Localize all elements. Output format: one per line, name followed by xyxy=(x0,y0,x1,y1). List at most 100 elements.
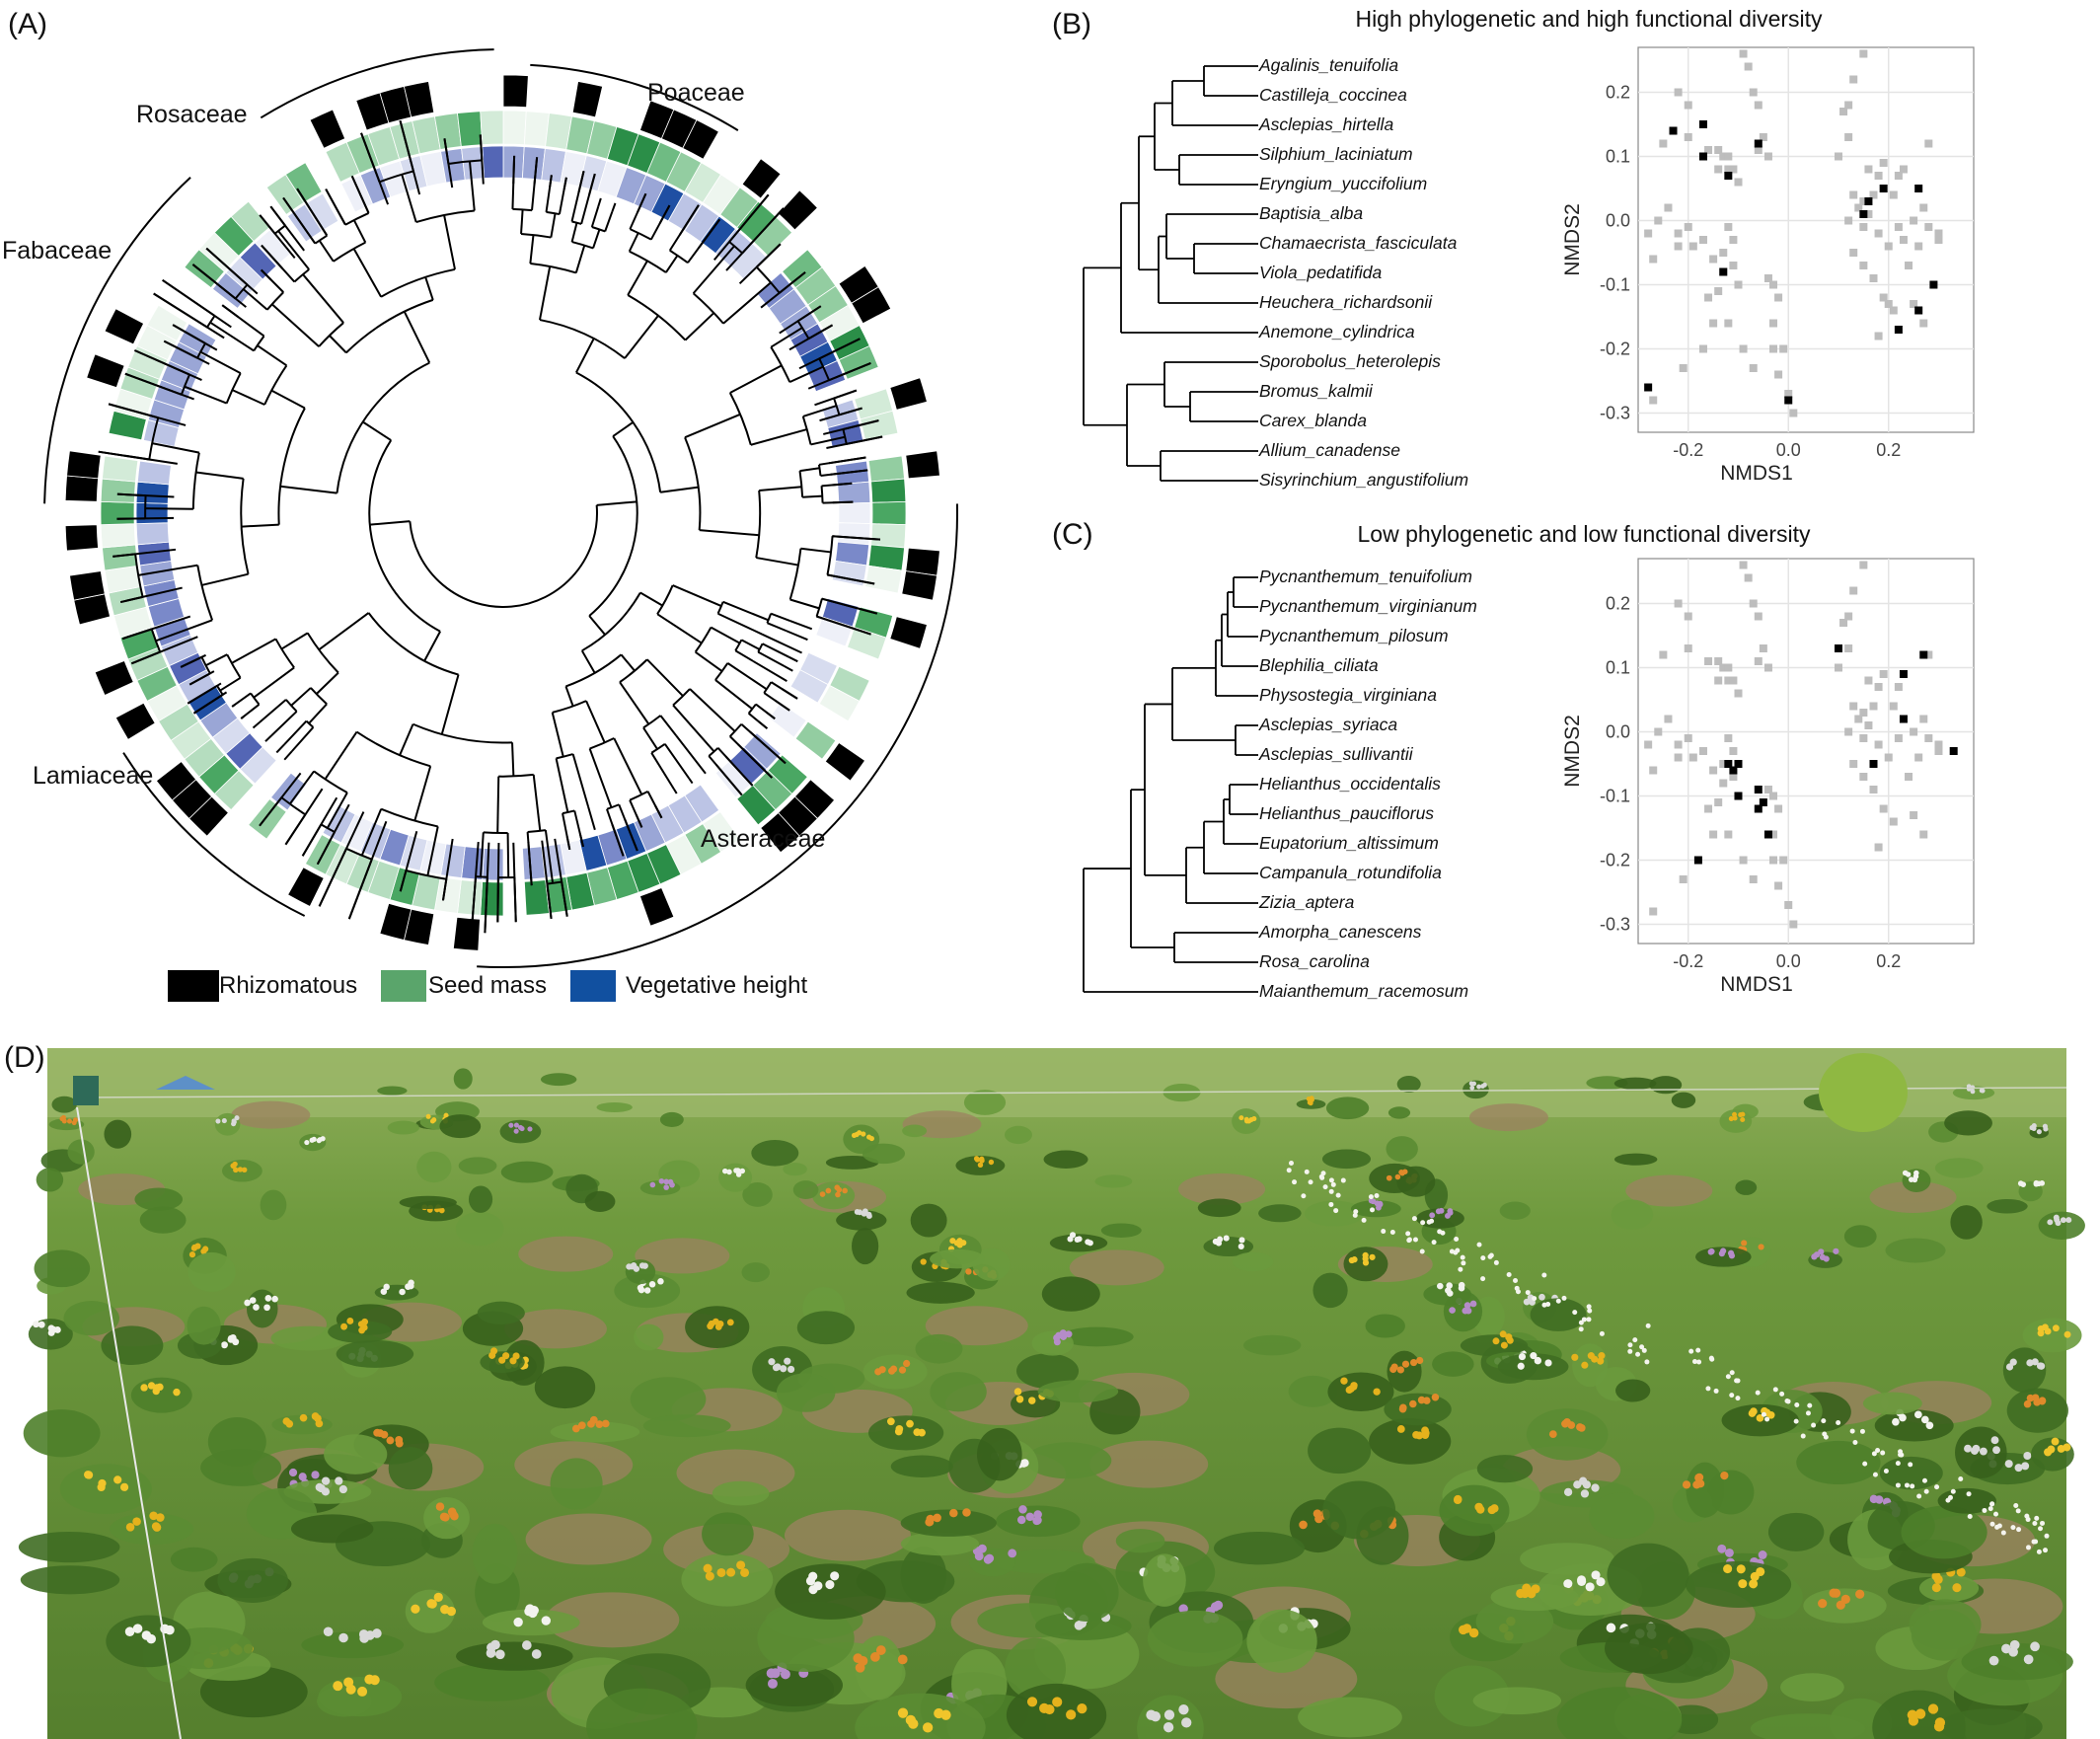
flower xyxy=(2030,1641,2040,1651)
plant-clump xyxy=(208,1417,266,1467)
tree-arc xyxy=(337,363,429,493)
flower xyxy=(300,1414,308,1422)
tree-arc xyxy=(730,393,751,445)
plant-clump xyxy=(1844,1225,1877,1248)
flower xyxy=(1163,1722,1173,1732)
scatter-point xyxy=(1839,619,1847,627)
plant-clump xyxy=(140,1206,187,1233)
plant-clump xyxy=(1148,1611,1243,1667)
tree-branch xyxy=(685,415,740,437)
scatter-point xyxy=(1685,133,1692,141)
tree-branch xyxy=(370,521,411,525)
field-plot-photo xyxy=(47,1048,2066,1739)
flower xyxy=(780,1365,787,1372)
plant-clump xyxy=(1384,1394,1451,1426)
tree-tip-branch xyxy=(232,705,235,707)
plant-clump xyxy=(1369,1418,1451,1465)
flower xyxy=(1397,1366,1404,1373)
flower xyxy=(1915,1708,1925,1718)
white-flower xyxy=(1821,1418,1826,1423)
flower xyxy=(271,1296,278,1303)
white-flower xyxy=(1328,1202,1333,1207)
tree-branch xyxy=(590,749,612,808)
tree-arc xyxy=(498,775,533,777)
tree-branch xyxy=(292,727,314,751)
tree-branch xyxy=(152,443,199,453)
flower xyxy=(784,1358,790,1365)
plant-clump xyxy=(977,1428,1022,1481)
white-flower xyxy=(2032,1521,2037,1526)
plant-clump xyxy=(35,1249,91,1287)
family-label-rosaceae: Rosaceae xyxy=(136,101,248,129)
scatter-point xyxy=(1740,562,1748,569)
flower xyxy=(926,1515,935,1524)
scatter-point xyxy=(1934,236,1942,244)
x-tick-label: 0.0 xyxy=(1776,951,1801,971)
flower xyxy=(1991,1436,1999,1444)
y-tick-label: -0.2 xyxy=(1600,340,1630,359)
flower xyxy=(1723,1564,1732,1573)
flower xyxy=(508,1123,513,1128)
white-flower xyxy=(1370,1207,1375,1212)
flower xyxy=(1402,1361,1409,1368)
tree-arc xyxy=(410,505,597,607)
scatter-point xyxy=(1870,786,1878,794)
species-label: Viola_pedatifida xyxy=(1259,263,1382,283)
seed-mass-cell xyxy=(101,524,135,548)
flower xyxy=(263,1304,270,1311)
flower xyxy=(965,1268,971,1274)
rhizomatous-cell xyxy=(902,571,938,601)
white-flower xyxy=(1375,1193,1380,1198)
rhizomatous-cell xyxy=(779,190,818,230)
flower xyxy=(148,1382,155,1389)
veg-height-cell xyxy=(136,523,169,545)
species-label: Allium_canadense xyxy=(1259,440,1400,461)
white-flower xyxy=(1852,1440,1857,1445)
plant-clump xyxy=(187,1307,220,1345)
scatter-point xyxy=(1784,397,1792,405)
flower xyxy=(2043,1126,2048,1131)
flower xyxy=(1181,1717,1191,1727)
flower xyxy=(447,1607,456,1616)
white-flower xyxy=(1579,1326,1584,1331)
scatter-point xyxy=(1880,185,1888,192)
scatter-point xyxy=(1680,875,1688,883)
plant-clump xyxy=(541,1073,576,1086)
tree-tip-branch xyxy=(789,657,798,661)
flower xyxy=(866,1213,872,1219)
white-flower xyxy=(1729,1393,1734,1398)
tree-branch xyxy=(727,663,766,689)
plant-clump xyxy=(37,1168,63,1191)
white-flower xyxy=(1627,1342,1632,1347)
tree-branch xyxy=(589,616,605,635)
tree-arc xyxy=(197,566,212,621)
tree-branch xyxy=(271,712,296,735)
scatter-point xyxy=(1680,364,1688,372)
scatter-point xyxy=(1675,600,1683,608)
flower xyxy=(395,1436,403,1444)
flower xyxy=(232,1162,237,1167)
scatter-point xyxy=(1755,140,1762,148)
flower xyxy=(2032,1123,2037,1128)
flower xyxy=(1855,1590,1864,1599)
tree-arc xyxy=(819,465,821,476)
scatter-point xyxy=(1919,831,1927,839)
flower xyxy=(1488,1506,1496,1514)
flower xyxy=(836,1187,842,1193)
white-flower xyxy=(1477,1243,1482,1248)
tree-arc xyxy=(530,264,575,272)
flower xyxy=(1535,1357,1541,1364)
tree-arc xyxy=(381,809,438,827)
white-flower xyxy=(1836,1420,1840,1425)
flower xyxy=(173,1389,180,1396)
tree-arc xyxy=(311,688,327,704)
species-label: Campanula_rotundifolia xyxy=(1259,863,1442,883)
flower xyxy=(1476,1085,1481,1090)
species-label: Silphium_laciniatum xyxy=(1259,144,1413,165)
x-axis-label: NMDS1 xyxy=(1720,462,1793,485)
rhizomatous-cell xyxy=(87,354,124,388)
white-flower xyxy=(1898,1452,1903,1457)
flower xyxy=(1695,1474,1703,1481)
tree-branch xyxy=(201,574,248,585)
tree-branch xyxy=(424,632,440,661)
